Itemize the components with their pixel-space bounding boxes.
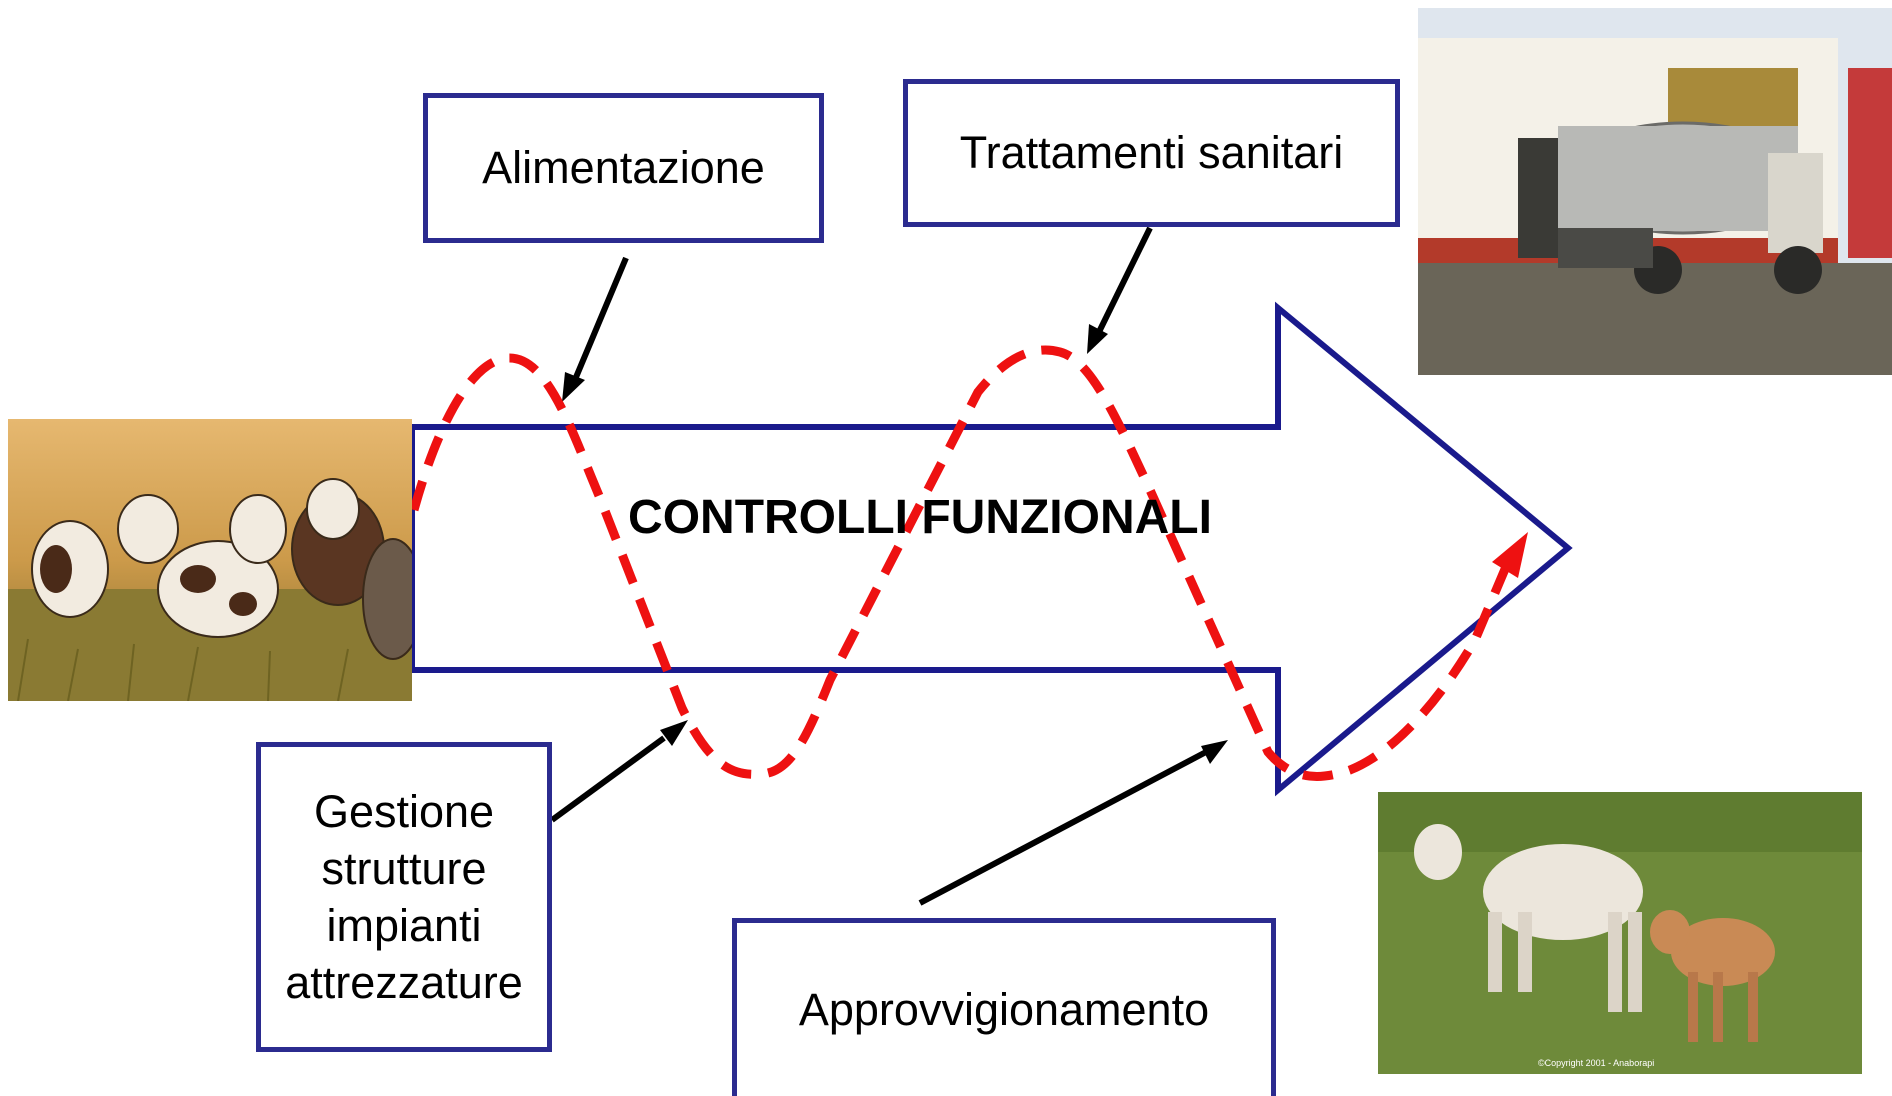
diagram-title: CONTROLLI FUNZIONALI [628, 491, 1212, 544]
milk-truck-photo [1418, 8, 1892, 375]
box-trattamenti-label: Trattamenti sanitari [959, 127, 1344, 179]
box-gestione-line-3: impianti [326, 900, 482, 951]
box-approvvigionamento-label: Approvvigionamento [798, 983, 1210, 1035]
cow-calf-photo [1378, 792, 1862, 1074]
box-alimentazione-label: Alimentazione [482, 142, 765, 194]
cows-field-photo [8, 419, 412, 701]
box-approvvigionamento: Approvvigionamento [732, 918, 1276, 1096]
box-alimentazione: Alimentazione [423, 93, 824, 243]
box-gestione: Gestione strutture impianti attrezzature [256, 742, 552, 1052]
pointer-alimentazione [571, 256, 629, 384]
dashed-curve-arrowhead [1492, 532, 1528, 578]
pointer-arrows [550, 226, 1228, 906]
pointer-approvvigionamento [918, 749, 1208, 906]
photo-copyright: ©Copyright 2001 - Anaborapi [1538, 1058, 1655, 1068]
pointer-trattamenti [1095, 226, 1153, 336]
box-gestione-line-1: Gestione [313, 785, 495, 837]
box-gestione-line-4: attrezzature [285, 957, 523, 1009]
pointer-gestione [550, 735, 666, 823]
box-trattamenti-sanitari: Trattamenti sanitari [903, 79, 1400, 227]
box-gestione-line-2: strutture [321, 842, 487, 894]
dashed-curve [409, 345, 1513, 781]
block-arrow [409, 301, 1573, 797]
